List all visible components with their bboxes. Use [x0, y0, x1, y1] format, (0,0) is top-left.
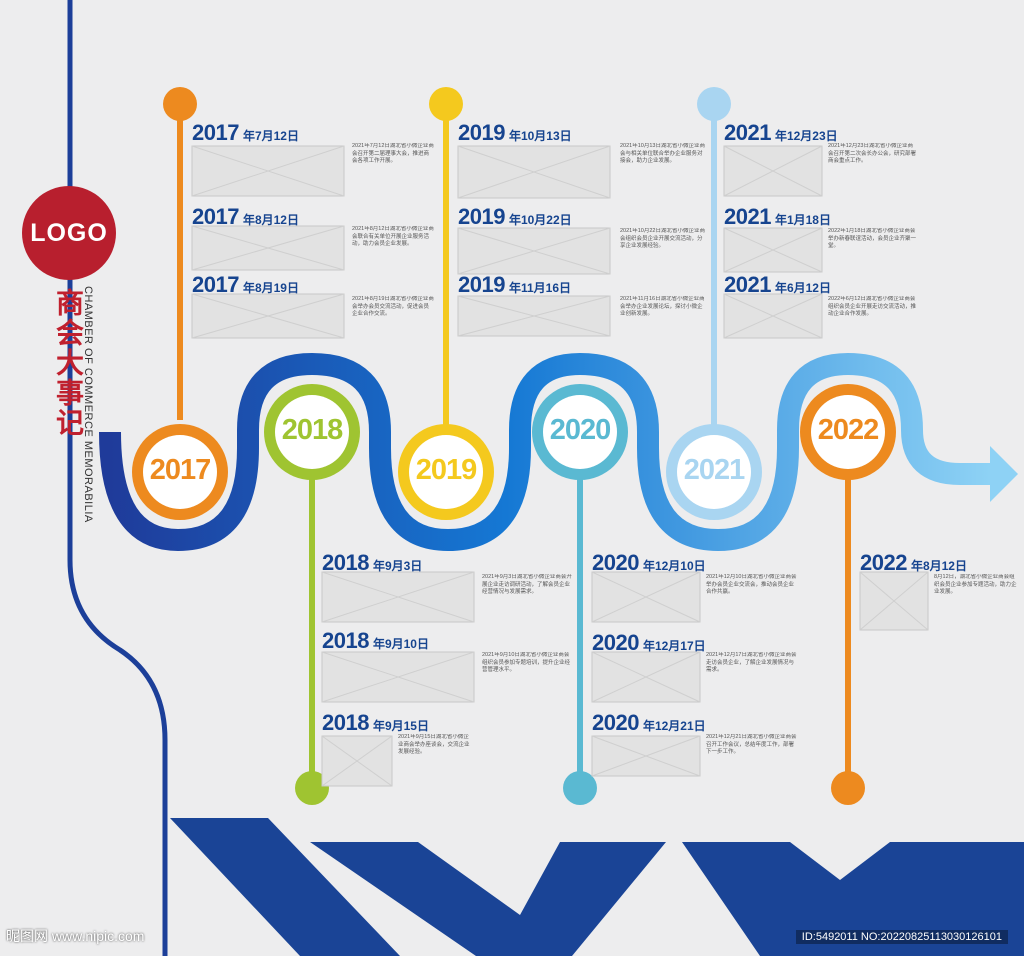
- wave-road: [99, 352, 990, 552]
- placeholder-cross: [457, 227, 611, 275]
- event-text: 2021年9月10日湖北省小微企业商会组织会员参加专题培训，提升企业经营管理水平…: [482, 652, 571, 673]
- placeholder-cross: [191, 293, 345, 339]
- left-border-line: [67, 0, 168, 956]
- event-text: 2021年12月21日湖北省小微企业商会召开工作会议，总结年度工作，部署下一步工…: [706, 734, 797, 755]
- event-text: 2021年10月22日湖北省小微企业商会组织会员企业开展交流活动，分享企业发展经…: [620, 228, 705, 249]
- page-subtitle: CHAMBER OF COMMERCE MEMORABILIA: [82, 286, 94, 523]
- year-label-2018: 2018: [281, 414, 344, 446]
- bottom-stripe-3: [682, 842, 1024, 956]
- event-text: 2021年12月10日湖北省小微企业商会举办会员企业交流会，推动会员企业合作共赢…: [706, 574, 797, 595]
- placeholder-cross: [723, 227, 823, 273]
- event-text: 2021年9月15日湖北省小微企业商会举办座谈会，交流企业发展经验。: [398, 734, 470, 755]
- placeholder-cross: [457, 145, 611, 199]
- watermark-right: ID:5492011 NO:20220825113030126101: [795, 930, 1008, 944]
- arrow-head: [990, 446, 1018, 502]
- year-ring-inner: [811, 395, 885, 469]
- event-text: 2021年10月13日湖北省小微企业商会与相关单位联合举办企业服务对接会，助力企…: [620, 143, 705, 164]
- placeholder-cross: [723, 293, 823, 339]
- year-label-2022: 2022: [817, 414, 880, 446]
- page-title: 商会大事记: [53, 288, 84, 438]
- event-text: 2021年7月12日湖北省小微企业商会召开第二届理事大会，推进商会各项工作开展。: [352, 143, 434, 164]
- placeholder-cross: [191, 225, 345, 271]
- placeholder-cross: [321, 571, 475, 623]
- year-ring-inner: [143, 435, 217, 509]
- year-ring-inner: [409, 435, 483, 509]
- event-text: 2021年8月19日湖北省小微企业商会举办会员交流活动，促进会员企业合作交流。: [352, 296, 434, 317]
- event-text: 2021年11月16日湖北省小微企业商会举办企业发展论坛，探讨小微企业创新发展。: [620, 296, 705, 317]
- watermark-left: 昵图网 www.nipic.com: [6, 928, 145, 944]
- event-text: 2021年8月12日湖北省小微企业商会联合有关单位开展企业服务活动，助力会员企业…: [352, 226, 434, 247]
- event-text: 8月12日，湖北省小微企业商会组织会员企业参加专题活动，助力企业发展。: [934, 574, 1017, 595]
- year-label-2019: 2019: [415, 454, 478, 486]
- year-label-2021: 2021: [683, 454, 746, 486]
- year-label-2017: 2017: [149, 454, 212, 486]
- placeholder-cross: [591, 735, 701, 777]
- event-text: 2021年12月23日湖北省小微企业商会召开第二次会长办公会，研究部署商会重点工…: [828, 143, 917, 164]
- bottom-stripe-2: [310, 842, 666, 956]
- placeholder-cross: [321, 735, 393, 787]
- event-text: 2021年12月17日湖北省小微企业商会走访会员企业，了解企业发展情况与需求。: [706, 652, 797, 673]
- year-ring-inner: [275, 395, 349, 469]
- placeholder-cross: [859, 571, 929, 631]
- event-text: 2022年6月12日湖北省小微企业商会组织会员企业开展走访交流活动，推动企业合作…: [828, 296, 917, 317]
- placeholder-cross: [321, 651, 475, 703]
- event-text: 2022年1月18日湖北省小微企业商会举办新春联谊活动，会员企业齐聚一堂。: [828, 228, 917, 249]
- placeholder-cross: [723, 145, 823, 197]
- year-ring-inner: [677, 435, 751, 509]
- placeholder-cross: [591, 651, 701, 703]
- year-label-2020: 2020: [549, 414, 612, 446]
- placeholder-cross: [191, 145, 345, 197]
- event-text: 2021年9月3日湖北省小微企业商会开展企业走访调研活动，了解会员企业经营情况与…: [482, 574, 572, 595]
- placeholder-cross: [591, 571, 701, 623]
- bottom-stripe-1: [170, 818, 400, 956]
- logo: LOGO: [22, 186, 116, 280]
- year-ring-inner: [543, 395, 617, 469]
- placeholder-cross: [457, 295, 611, 337]
